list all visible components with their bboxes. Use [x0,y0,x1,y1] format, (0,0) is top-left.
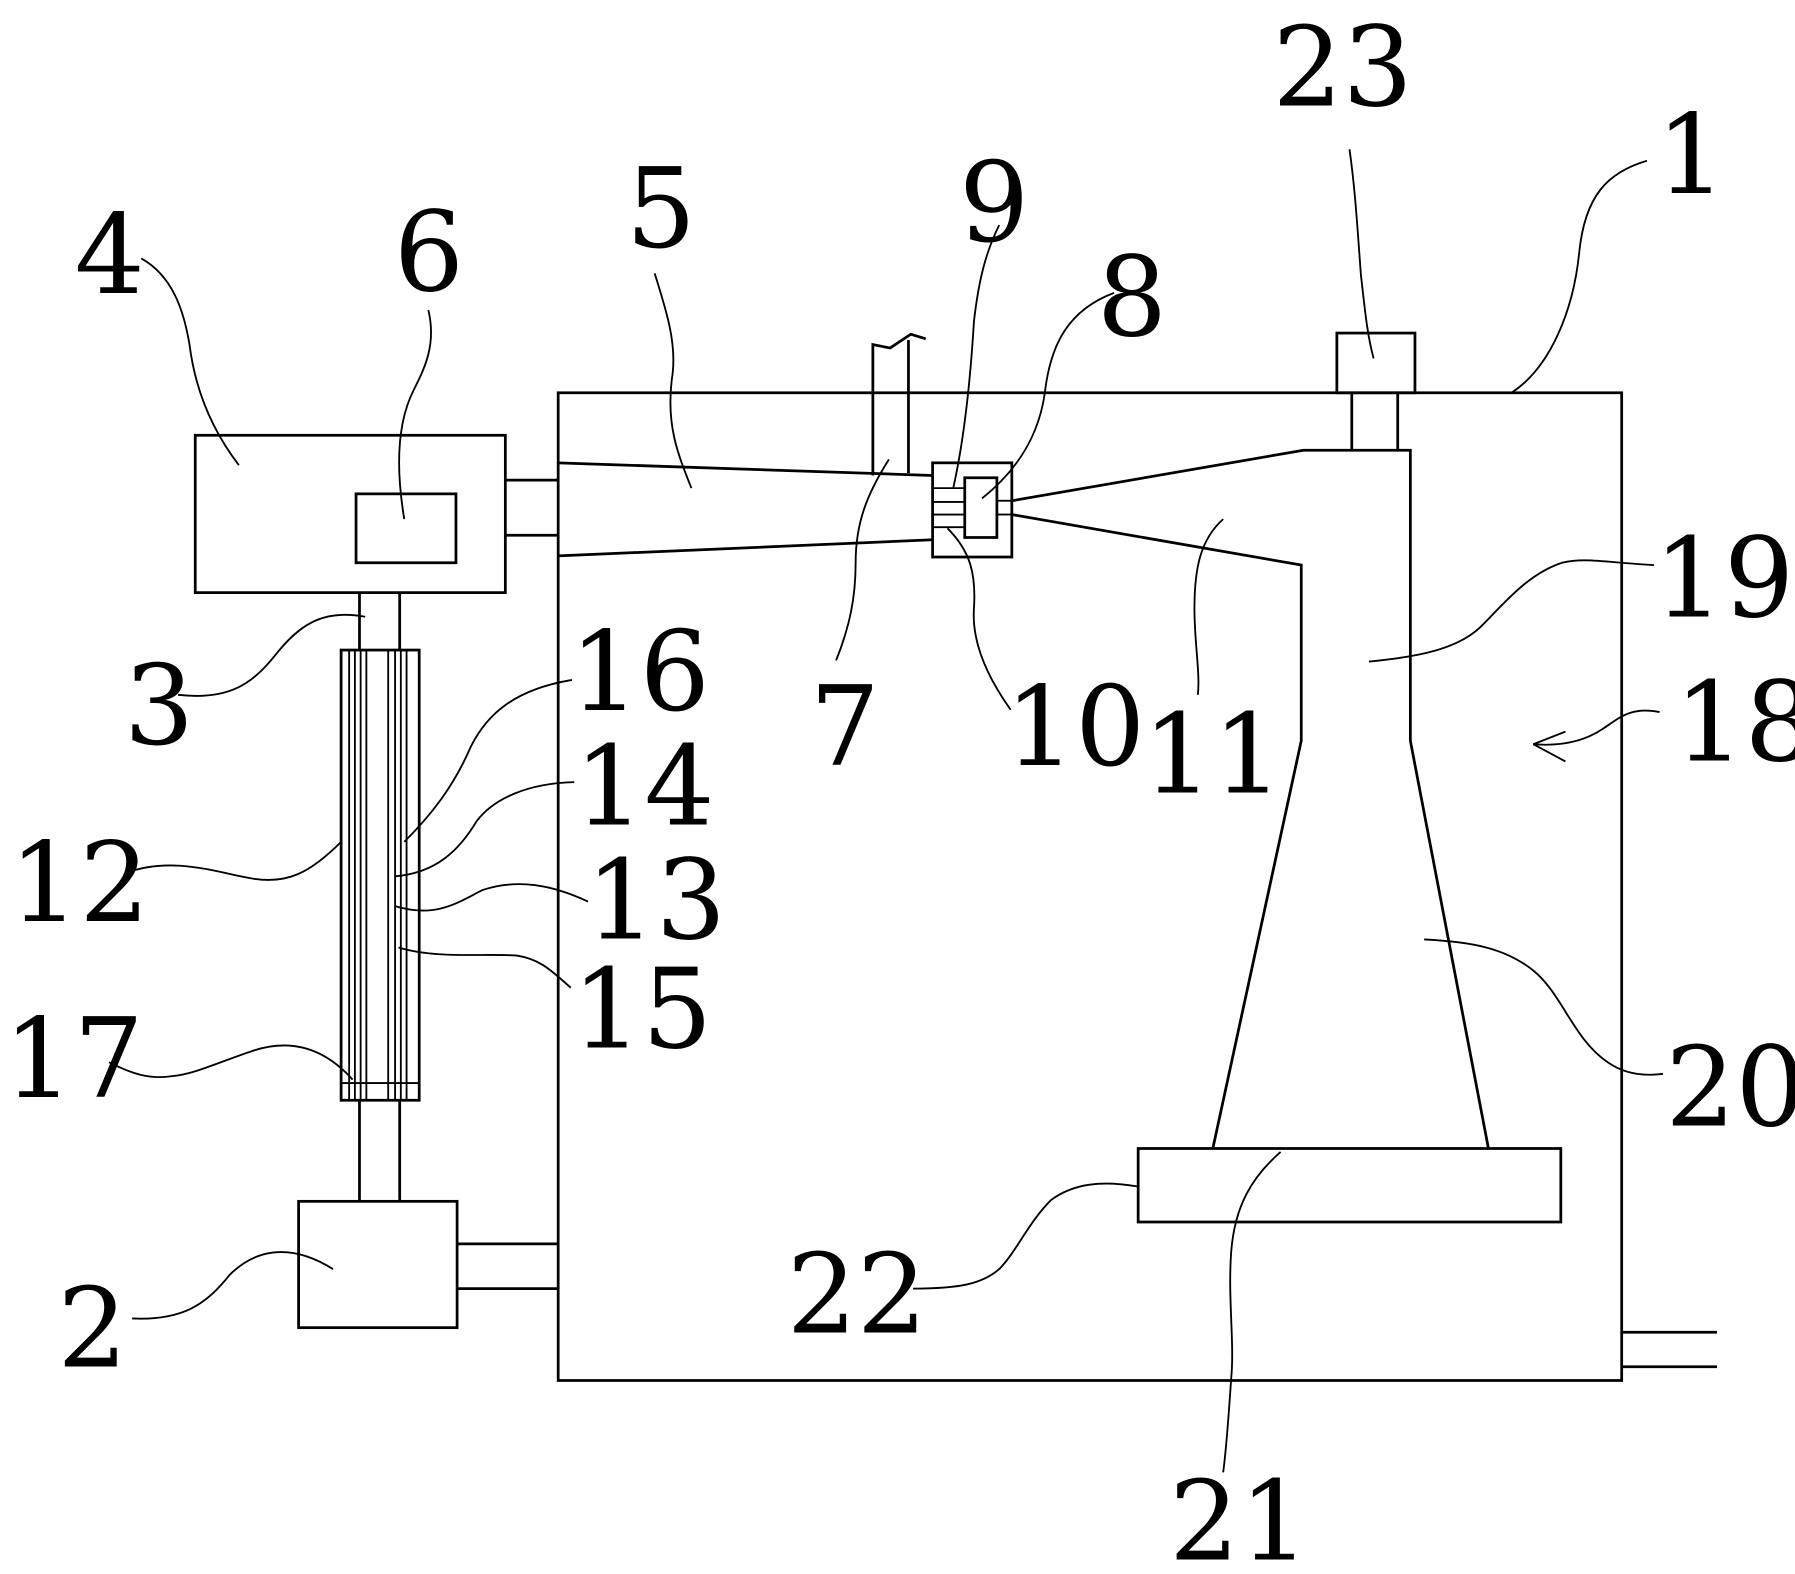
callout-11: 11 [1143,691,1283,819]
diffuser-tower [1011,448,1490,1149]
leader-lines [108,149,1664,1473]
lower-connector-pipe [457,1242,559,1290]
nozzle-housing [931,461,1014,559]
callout-1: 1 [1656,92,1726,220]
callout-22: 22 [787,1231,927,1359]
callout-13: 13 [586,837,726,965]
vertical-pipe [358,592,402,1202]
control-module [354,492,458,565]
nozzle-fins [932,487,1012,529]
callout-5: 5 [626,146,696,274]
callout-20: 20 [1665,1025,1795,1153]
outlet-pipe [1621,1330,1718,1369]
callout-14: 14 [574,724,714,852]
callout-12: 12 [9,820,149,948]
callout-labels: 1 2 3 4 5 6 7 8 9 10 11 12 13 14 15 16 1… [3,5,1795,1574]
filter-column [339,648,421,1102]
callout-6: 6 [394,190,464,318]
top-vent-cap [1335,331,1417,395]
upper-unit-box [193,433,507,595]
lower-unit-box [297,1199,459,1330]
callout-9: 9 [959,140,1029,268]
callout-2: 2 [57,1266,127,1394]
callout-18: 18 [1675,659,1795,787]
inlet-pipe [871,332,927,476]
callout-7: 7 [810,664,880,792]
callout-16: 16 [570,609,710,737]
callout-23: 23 [1273,5,1413,133]
callout-4: 4 [75,192,145,320]
callout-15: 15 [572,946,712,1074]
base-plate [1136,1147,1563,1224]
callout-19: 19 [1654,516,1794,644]
callout-21: 21 [1169,1459,1309,1574]
callout-17: 17 [3,996,143,1124]
main-housing [556,391,1624,1382]
upper-connector-pipe [505,478,559,537]
nozzle-core [963,476,999,539]
callout-10: 10 [1005,664,1145,792]
tapered-channel [558,461,933,558]
callout-3: 3 [124,643,194,771]
top-vent-neck [1350,392,1400,451]
callout-8: 8 [1097,234,1167,362]
